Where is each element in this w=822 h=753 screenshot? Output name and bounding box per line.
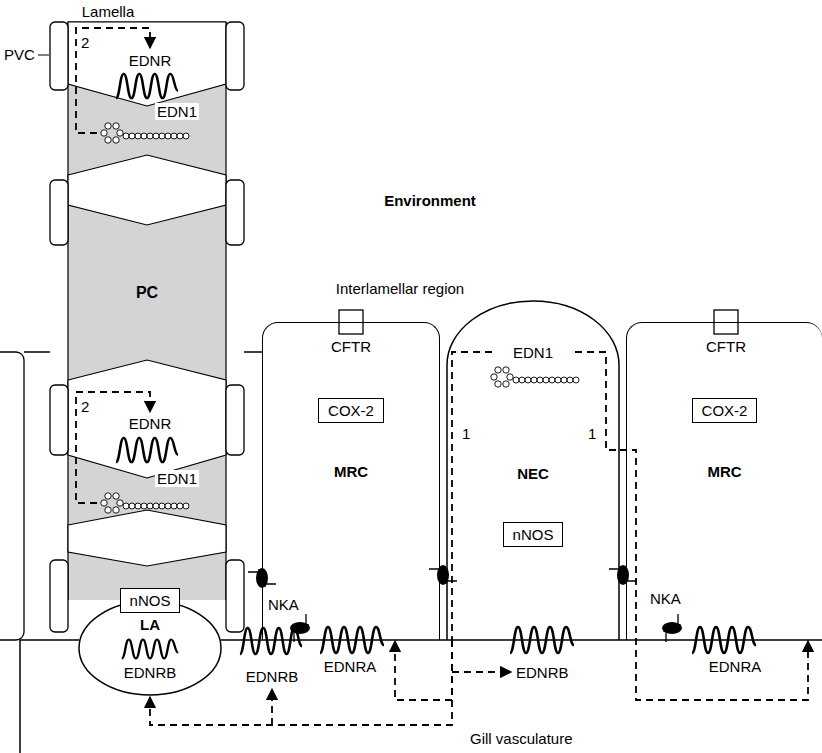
region-label: Gill vasculature — [470, 730, 573, 747]
autocrine-path — [76, 28, 150, 133]
paracrine-path — [452, 352, 492, 640]
callout-number: 2 — [81, 34, 89, 51]
pillar-flange — [68, 510, 226, 566]
enzyme-box: COX-2 — [692, 398, 758, 423]
node-text: PC — [68, 284, 226, 301]
receptor-label: EDNRA — [709, 658, 762, 675]
autocrine-path — [76, 392, 150, 503]
ellipse-outline — [78, 600, 222, 696]
signal-connector — [620, 450, 808, 700]
node-text: LA — [78, 616, 222, 633]
enzyme-box: COX-2 — [318, 398, 384, 423]
peptide-symbol — [491, 367, 579, 387]
node-text: nNOS — [130, 592, 171, 609]
signal-connector — [395, 640, 452, 700]
pvc-cell — [226, 560, 244, 632]
peptide-symbol — [101, 493, 189, 513]
pvc-cells — [50, 22, 244, 632]
node-text: NEC — [446, 465, 620, 482]
receptor-symbol — [122, 639, 178, 658]
pump-symbol — [609, 565, 637, 585]
peptide-symbol — [101, 123, 189, 143]
receptor-label: EDNRA — [324, 658, 377, 675]
receptor-label: EDNRB — [516, 664, 569, 681]
pvc-cell — [50, 22, 68, 90]
pump-symbol — [290, 614, 310, 642]
pvc-cell — [50, 180, 68, 245]
peptide-label: EDN1 — [155, 470, 199, 487]
receptor-symbol — [116, 438, 178, 462]
pillar-flange — [68, 155, 226, 225]
leader-line — [38, 55, 49, 56]
channel-label: CFTR — [706, 338, 746, 355]
neighbour-lamella — [0, 352, 24, 640]
region-label: Interlamellar region — [336, 280, 464, 297]
signal-connector — [150, 640, 452, 725]
region-label: Environment — [384, 192, 476, 209]
basement-line — [20, 640, 822, 753]
paracrine-branch — [452, 671, 511, 673]
signal-paths — [76, 28, 620, 725]
pillar-flange — [68, 360, 226, 478]
receptor-label: EDNRB — [124, 664, 177, 681]
node-text: nNOS — [513, 526, 554, 543]
pump-symbol — [662, 614, 682, 642]
mitochondria-rich-cell: MRC COX-2 — [262, 322, 440, 640]
paracrine-path — [575, 352, 620, 450]
paracrine-branch — [271, 689, 273, 725]
pillar-flange — [68, 22, 226, 106]
channel-label: CFTR — [331, 338, 371, 355]
node-text: MRC — [627, 463, 822, 480]
pillar-cell-shading — [68, 22, 226, 600]
receptor-symbol — [320, 627, 384, 653]
pvc-cell — [226, 22, 244, 90]
node-text: MRC — [263, 463, 439, 480]
lamella-outline — [68, 22, 226, 600]
structure-label: PVC — [4, 46, 35, 63]
peptide-label: EDN1 — [513, 344, 553, 361]
shape-outline — [447, 301, 619, 640]
receptor-label: EDNR — [129, 415, 172, 432]
pillar-cell-column: PC — [68, 22, 226, 600]
lamellar-artery: LAnNOS — [78, 600, 222, 696]
pump-label: NKA — [650, 590, 681, 607]
pvc-cell — [50, 560, 68, 632]
callout-number: 1 — [462, 425, 470, 442]
receptor-symbol — [116, 74, 178, 98]
pvc-cell — [226, 385, 244, 455]
enzyme-box: nNOS — [503, 522, 564, 547]
shape-outline — [79, 601, 221, 695]
receptor-symbol — [510, 627, 574, 653]
peptide-label: EDN1 — [155, 103, 199, 120]
callout-number: 2 — [81, 398, 89, 415]
pvc-cell — [226, 180, 244, 245]
enzyme-box: nNOS — [120, 588, 181, 613]
node-text: COX-2 — [328, 402, 374, 419]
node-text: COX-2 — [702, 402, 748, 419]
callout-number: 1 — [588, 425, 596, 442]
receptor-label: EDNRB — [246, 668, 299, 685]
receptor-symbol — [692, 627, 756, 653]
receptor-label: EDNR — [129, 52, 172, 69]
pvc-cell — [50, 385, 68, 455]
structure-label: Lamella — [82, 3, 135, 20]
pump-label: NKA — [268, 596, 299, 613]
